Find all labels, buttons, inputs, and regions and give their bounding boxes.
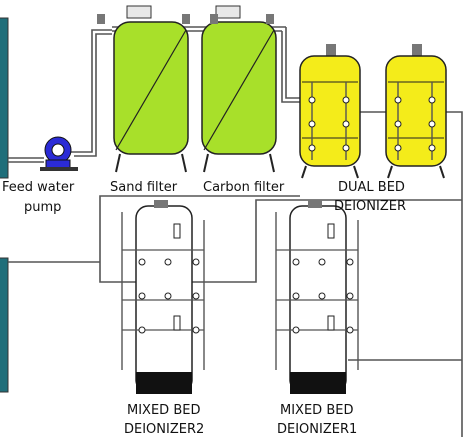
feed-water-pump-label-line1: Feed water xyxy=(2,180,75,195)
sand-filter-label: Sand filter xyxy=(110,180,178,195)
source-tank-top xyxy=(0,17,9,179)
mixed-bed-deionizer-2-label-line2: DEIONIZER2 xyxy=(124,422,204,437)
dual-bed-deionizer-tank-b xyxy=(385,44,447,179)
feed-water-pump-label-line2: pump xyxy=(24,200,61,215)
carbon-filter-label: Carbon filter xyxy=(203,180,285,195)
sand-filter-tank xyxy=(97,5,190,173)
source-tank-bottom xyxy=(0,257,9,393)
mixed-bed-deionizer-2-tank xyxy=(121,200,205,394)
dual-bed-deionizer-label-line1: DUAL BED xyxy=(338,180,405,195)
carbon-filter-tank xyxy=(201,5,277,173)
mixed-bed-deionizer-1-label-line2: DEIONIZER1 xyxy=(277,422,357,437)
dual-bed-deionizer-tank-a xyxy=(299,44,361,179)
mixed-bed-deionizer-2-label-line1: MIXED BED xyxy=(127,403,200,418)
mixed-bed-deionizer-1-tank xyxy=(275,200,359,394)
feed-water-pump xyxy=(40,136,78,171)
dual-bed-deionizer-label-line2: DEIONIZER xyxy=(334,199,406,214)
mixed-bed-deionizer-1-label-line1: MIXED BED xyxy=(280,403,353,418)
